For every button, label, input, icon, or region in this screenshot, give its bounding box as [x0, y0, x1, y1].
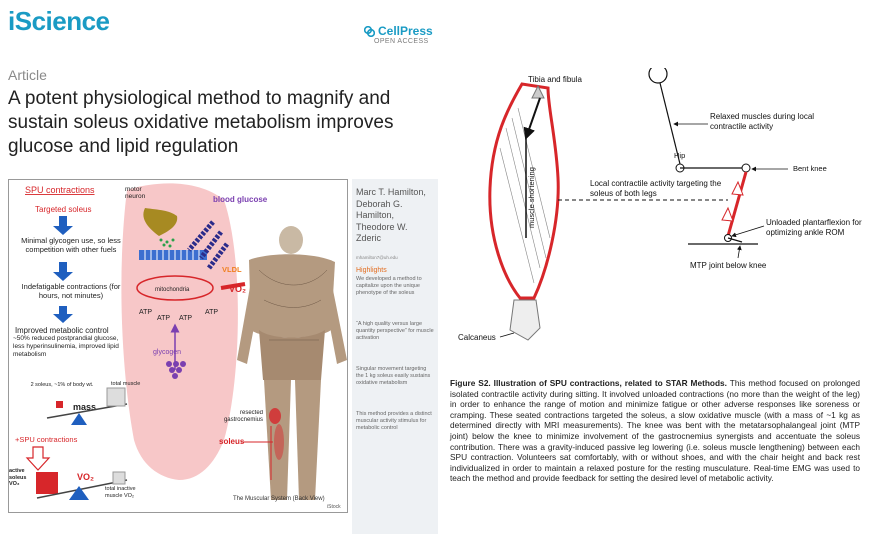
local-activity-label: Local contractile activity targeting the…	[590, 179, 722, 198]
point-glycogen: Minimal glycogen use, so less competitio…	[21, 236, 121, 254]
article-type: Article	[8, 67, 47, 83]
mitochondria-icon	[136, 275, 214, 301]
calcaneus-pointer	[499, 332, 515, 338]
total-muscle-block	[106, 387, 126, 407]
spu-title: SPU contractions	[25, 185, 95, 195]
plantarflexion-pointer	[731, 225, 765, 238]
caption-body: This method focused on prolonged isolate…	[450, 378, 860, 484]
glycogen-icon	[166, 361, 186, 379]
blood-glucose-label: blood glucose	[213, 195, 268, 204]
motor-neuron-icon	[143, 208, 178, 236]
relaxed-label: Relaxed muscles during local contractile…	[710, 112, 815, 131]
shortening-arrow-top	[523, 97, 541, 140]
summary-sidebar: Marc T. Hamilton, Deborah G. Hamilton, T…	[352, 179, 438, 534]
soleus-mass-label: 2 soleus, ~1% of body wt.	[30, 382, 94, 388]
vo2-arrow	[220, 282, 246, 290]
muscle-shortening-label: muscle shortening	[527, 167, 536, 228]
atp-label: ATP	[205, 309, 218, 316]
mitochondria-label: mitochondria	[155, 287, 190, 293]
authors: Marc T. Hamilton, Deborah G. Hamilton, T…	[356, 187, 426, 243]
highlight-item: This method provides a distinct muscular…	[356, 411, 432, 431]
plantarflexion-label: Unloaded plantarflexion for optimizing a…	[766, 218, 862, 237]
atp-label: ATP	[139, 309, 152, 316]
red-up-arrow-1	[731, 180, 744, 196]
graphical-abstract: SPU contractions Targeted soleus Minimal…	[8, 179, 348, 513]
atp-label: ATP	[179, 315, 192, 322]
caption-title: Figure S2. Illustration of SPU contracti…	[450, 378, 727, 388]
glycogen-label: glycogen	[153, 349, 181, 356]
torso-line	[659, 82, 681, 165]
figure-s2: Tibia and fibula muscle shortening Calca…	[448, 64, 868, 358]
atp-label: ATP	[157, 315, 170, 322]
publisher-name: CellPress	[378, 24, 433, 38]
point-metabolic: Improved metabolic control	[15, 326, 109, 335]
highlights-title: Highlights	[356, 267, 387, 274]
neurotransmitter-dots	[159, 238, 175, 248]
cellpress-logo-icon	[364, 25, 375, 37]
highlight-item: “A high quality versus large quantity pe…	[356, 321, 434, 341]
mtp-pointer	[736, 245, 742, 259]
total-muscle-label: total muscle	[111, 381, 140, 387]
receptor-stripes	[144, 250, 200, 260]
hip-label: Hip	[674, 151, 685, 160]
tibia-label: Tibia and fibula	[528, 75, 583, 84]
muscular-system-label: The Muscular System (Back View)	[233, 496, 325, 502]
balance-fulcrum-2	[69, 486, 89, 500]
inactive-muscle-block	[112, 471, 126, 485]
highlight-item: We developed a method to capitalize upon…	[356, 276, 422, 296]
receptor-bar	[139, 250, 207, 260]
vo2-big-label: VO₂	[77, 472, 94, 482]
foot-line	[727, 237, 743, 243]
article-title: A potent physiological method to magnify…	[8, 88, 394, 157]
knee-joint	[741, 163, 751, 173]
balance-fulcrum-1	[71, 413, 87, 425]
calcaneus-bone	[509, 299, 541, 341]
total-inactive-label: total inactive muscle VO₂	[105, 486, 136, 499]
calf-muscle-outline	[488, 82, 560, 300]
mtp-label: MTP joint below knee	[690, 261, 767, 270]
spu-plus-label: +SPU contractions	[15, 435, 78, 444]
shin-muscle-line	[726, 171, 748, 237]
author-email[interactable]: mhamilton7@uh.edu	[356, 255, 398, 260]
figure-caption: Figure S2. Illustration of SPU contracti…	[450, 378, 860, 484]
journal-name: iScience	[8, 6, 110, 36]
istock-label: iStock	[327, 504, 341, 510]
red-down-arrow	[25, 446, 51, 471]
point-indefatigable: Indefatigable contractions (for hours, n…	[21, 282, 121, 300]
graphical-abstract-figure: SPU contractions Targeted soleus Minimal…	[9, 183, 347, 510]
anatomy-figure	[237, 226, 347, 500]
soleus-mass-block	[56, 401, 63, 408]
active-soleus-block	[36, 472, 58, 494]
open-access-label: OPEN ACCESS	[374, 38, 429, 45]
vldl-label: VLDL	[222, 265, 242, 274]
soleus-label: soleus	[219, 437, 245, 446]
down-arrow-1	[53, 216, 73, 235]
muscle-shape	[121, 183, 238, 480]
targeted-soleus: Targeted soleus	[35, 205, 91, 214]
head-icon	[648, 64, 668, 84]
figure-s2-drawing: Tibia and fibula muscle shortening Calca…	[458, 64, 862, 342]
red-up-arrow-2	[721, 206, 734, 222]
motor-neuron-label: motor neuron	[125, 186, 146, 200]
balance-beam-2	[36, 479, 128, 499]
highlight-item: Singular movement targeting the 1 kg sol…	[356, 366, 431, 386]
publisher-logo: CellPress OPEN ACCESS	[364, 24, 440, 45]
mass-label: mass	[73, 402, 96, 412]
calcaneus-label: Calcaneus	[458, 333, 496, 342]
muscle-fibers	[499, 107, 551, 284]
vo2-mito-label: VO₂	[229, 284, 246, 294]
point-metabolic-detail: ~50% reduced postprandial glucose, less …	[13, 335, 119, 358]
bent-knee-label: Bent knee	[793, 164, 827, 173]
tibia-bone	[531, 84, 545, 99]
glucose-arrows	[187, 220, 229, 270]
down-arrow-3	[53, 306, 73, 323]
resected-label: resected gastrocnemius	[223, 410, 263, 423]
active-soleus-label: active soleus VO₂	[9, 468, 27, 487]
down-arrow-2	[53, 262, 73, 281]
